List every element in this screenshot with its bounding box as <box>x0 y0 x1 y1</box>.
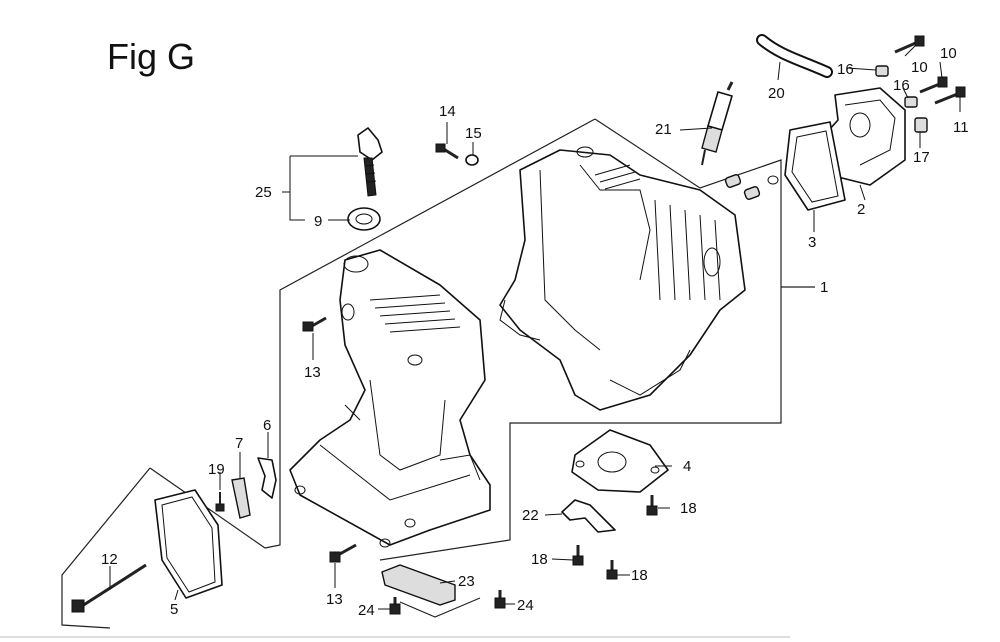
callout-11: 11 <box>953 119 969 136</box>
callout-15: 15 <box>465 125 482 142</box>
callout-4: 4 <box>683 458 691 475</box>
spark-plug <box>701 81 734 166</box>
bolt-14 <box>435 143 459 160</box>
bolt-24-b <box>494 590 506 609</box>
figure-title: Fig G <box>107 36 196 77</box>
crankcase-cover <box>289 249 491 548</box>
callout-3: 3 <box>808 234 816 251</box>
bolt-18-b <box>572 545 584 566</box>
callout-21: 21 <box>655 121 672 138</box>
rocker-cover-gasket <box>784 121 846 211</box>
grouping-outline <box>61 118 815 629</box>
callout-5: 5 <box>170 601 178 618</box>
callout-1: 1 <box>820 279 828 296</box>
oil-filler-cap <box>357 127 383 197</box>
callout-24-a: 24 <box>358 602 375 619</box>
callout-13-a: 13 <box>304 364 321 381</box>
callout-25: 25 <box>255 184 272 201</box>
callout-20: 20 <box>768 85 785 102</box>
bolt-18-c <box>606 560 618 580</box>
callout-12: 12 <box>101 551 118 568</box>
callout-19: 19 <box>208 461 225 478</box>
bolt-13-upper <box>302 316 327 332</box>
plate-23 <box>381 564 456 606</box>
bolt-18-a <box>646 495 658 516</box>
callout-18-a: 18 <box>680 500 697 517</box>
cover-bolts <box>894 35 966 105</box>
breather-tube <box>756 34 833 78</box>
side-cover-plate <box>154 489 223 599</box>
callout-9: 9 <box>314 213 322 230</box>
callout-23: 23 <box>458 573 475 590</box>
callout-14: 14 <box>439 103 456 120</box>
callout-17: 17 <box>913 149 930 166</box>
callout-10-a: 10 <box>911 59 928 76</box>
callout-2: 2 <box>857 201 865 218</box>
callout-13-b: 13 <box>326 591 343 608</box>
callout-18-c: 18 <box>631 567 648 584</box>
guide-plate-7 <box>231 477 251 519</box>
bolt-24-a <box>389 597 401 615</box>
pump-cover-4 <box>571 429 669 493</box>
rocker-cover <box>819 87 906 186</box>
callout-16-b: 16 <box>893 77 910 94</box>
callout-18-b: 18 <box>531 551 548 568</box>
long-bolt-12 <box>71 563 147 613</box>
dowel-pins <box>724 65 928 200</box>
clamp-22 <box>561 499 616 533</box>
callout-24-b: 24 <box>517 597 534 614</box>
engine-block <box>499 146 746 411</box>
callout-7: 7 <box>235 435 243 452</box>
callout-16-a: 16 <box>837 61 854 78</box>
callout-10-b: 10 <box>940 45 957 62</box>
bracket-6 <box>257 457 277 499</box>
bolt-13-lower <box>329 543 357 563</box>
leader-lines <box>109 45 961 610</box>
screw-19 <box>215 492 225 512</box>
callout-22: 22 <box>522 507 539 524</box>
oil-seal <box>347 207 381 231</box>
washer-15 <box>465 154 479 166</box>
callout-labels: 1 2 3 4 5 6 7 9 10 10 11 12 13 13 14 15 … <box>101 45 969 619</box>
callout-6: 6 <box>263 417 271 434</box>
